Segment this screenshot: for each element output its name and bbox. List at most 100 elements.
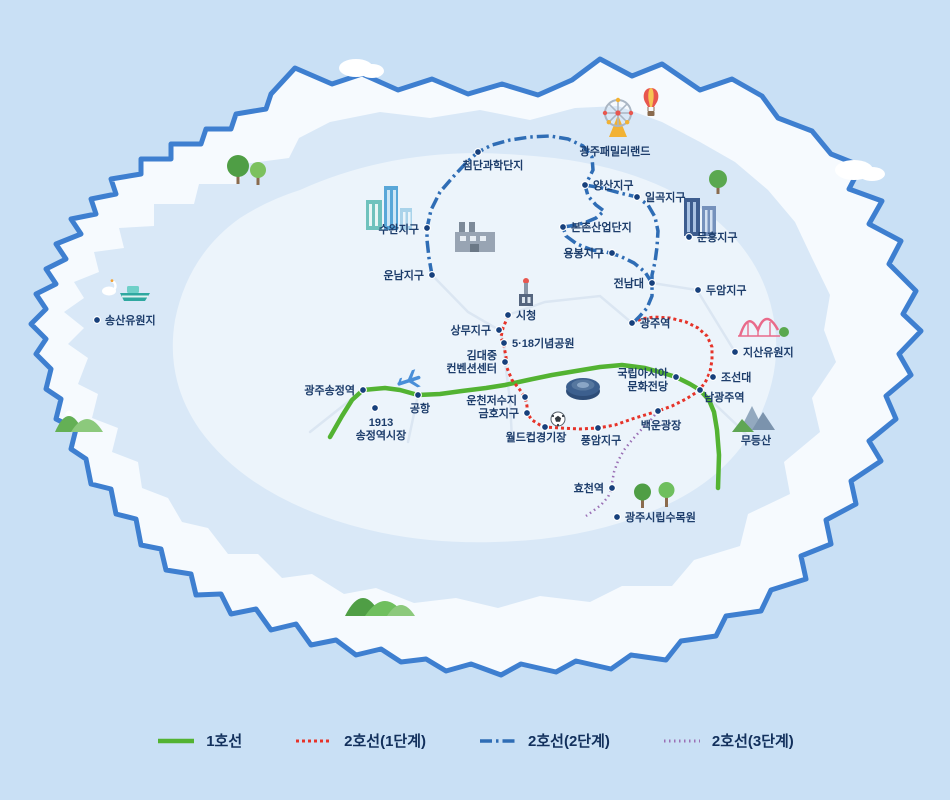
transit-line-line2-phase2 <box>425 134 654 325</box>
buildings-icon-suwan <box>366 186 412 230</box>
station-label-sangmu-district: 상무지구 <box>451 323 491 337</box>
roller-coaster-icon <box>738 317 789 337</box>
station-label-ilgok-district: 일곡지구 <box>645 190 685 204</box>
ferris-wheel-icon <box>602 97 634 137</box>
buildings-icon-munheung <box>684 198 716 236</box>
station-label-pungam-district: 풍암지구 <box>581 433 621 447</box>
station-dot-suwan-district[interactable] <box>423 224 431 232</box>
station-dot-gwangju-station[interactable] <box>628 319 636 327</box>
legend-label-line2-phase2: 2호선(2단계) <box>528 733 610 750</box>
stadium-icon <box>566 378 600 400</box>
station-dot-yangsan-district[interactable] <box>581 181 589 189</box>
station-dot-munheung-district[interactable] <box>685 233 693 241</box>
station-dot-airport[interactable] <box>414 391 422 399</box>
station-dot-yongbong-district[interactable] <box>608 249 616 257</box>
station-label-gwangju-songjeong-station: 광주송정역 <box>304 383 355 397</box>
station-label-asia-culture-center: 문화전당 <box>628 379 668 393</box>
station-label-worldcup-stadium: 월드컵경기장 <box>506 430 567 444</box>
trees-icon-arboretum <box>634 482 675 508</box>
station-dot-uncheon-reservoir[interactable] <box>521 393 529 401</box>
station-label-gwangju-family-land: 광주패밀리랜드 <box>580 144 651 158</box>
station-dot-sangmu-district[interactable] <box>495 326 503 334</box>
station-label-jeonnam-university: 전남대 <box>614 276 644 290</box>
city-hall-icon <box>519 278 533 306</box>
lake-boat-icon <box>102 279 150 301</box>
legend-item-line2-phase2: 2호선(2단계) <box>478 730 610 751</box>
station-label-bonchon-industrial-complex: 본촌산업단지 <box>571 220 632 234</box>
airplane-icon <box>397 369 421 388</box>
station-dot-songsan-resort[interactable] <box>93 316 101 324</box>
station-dot-city-hall[interactable] <box>504 311 512 319</box>
station-label-gwangju-station: 광주역 <box>640 316 670 330</box>
station-label-songjeong-1913-market: 1913 <box>369 417 393 429</box>
station-label-gwangju-arboretum: 광주시립수목원 <box>625 510 696 524</box>
station-label-kimdaejung-convention-center: 김대중 <box>467 348 497 362</box>
station-dot-cheomdan-science-complex[interactable] <box>474 148 482 156</box>
transit-lines-layer <box>327 134 722 518</box>
station-dot-bonchon-industrial-complex[interactable] <box>559 223 567 231</box>
legend-item-line2-phase3: 2호선(3단계) <box>662 730 794 751</box>
station-label-mudeungsan: 무등산 <box>741 433 771 447</box>
station-label-chosun-university: 조선대 <box>721 370 751 384</box>
station-label-baegun-plaza: 백운광장 <box>641 418 681 432</box>
station-label-unnam-district: 운남지구 <box>384 268 424 282</box>
station-label-may18-memorial-park: 5·18기념공원 <box>512 336 575 350</box>
legend-label-line2-phase1: 2호선(1단계) <box>344 733 427 750</box>
transit-line-line2-phase3 <box>585 410 659 518</box>
station-dot-may18-memorial-park[interactable] <box>500 339 508 347</box>
station-label-duam-district: 두암지구 <box>706 283 746 297</box>
station-dot-jisan-resort[interactable] <box>731 348 739 356</box>
transit-line-line2-phase2-spur <box>584 183 660 283</box>
station-label-songsan-resort: 송산유원지 <box>105 313 156 327</box>
station-label-asia-culture-center: 국립아시아 <box>617 366 668 380</box>
station-dot-duam-district[interactable] <box>694 286 702 294</box>
legend-swatch-line2-phase2 <box>480 738 517 743</box>
cloud-icon-1 <box>339 59 384 78</box>
station-dot-jeonnam-university[interactable] <box>648 279 656 287</box>
station-dot-gwangju-arboretum[interactable] <box>613 513 621 521</box>
station-label-cheomdan-science-complex: 첨단과학단지 <box>463 158 524 172</box>
station-dot-worldcup-stadium[interactable] <box>541 423 549 431</box>
hills-icon-west <box>55 410 103 432</box>
hills-icon-south <box>345 598 415 616</box>
legend-swatch-line1 <box>158 738 195 743</box>
transit-line-line1 <box>327 362 722 491</box>
station-dot-asia-culture-center[interactable] <box>672 373 680 381</box>
transit-line-line2-phase1 <box>499 315 714 431</box>
station-label-airport: 공항 <box>410 401 430 415</box>
station-dot-namgwangju-station[interactable] <box>696 386 704 394</box>
station-label-geumho-district: 금호지구 <box>479 406 519 420</box>
station-label-city-hall: 시청 <box>516 308 536 322</box>
legend: 1호선 2호선(1단계) 2호선(2단계) 2호선(3단계) <box>0 730 950 751</box>
legend-label-line1: 1호선 <box>206 733 243 750</box>
station-label-songjeong-1913-market: 송정역시장 <box>356 428 407 442</box>
legend-label-line2-phase3: 2호선(3단계) <box>711 733 794 750</box>
station-dot-kimdaejung-convention-center[interactable] <box>501 358 509 366</box>
station-dot-geumho-district[interactable] <box>523 409 531 417</box>
station-dot-gwangju-songjeong-station[interactable] <box>359 386 367 394</box>
station-dot-songjeong-1913-market[interactable] <box>371 404 379 412</box>
station-dot-pungam-district[interactable] <box>594 424 602 432</box>
legend-item-line2-phase1: 2호선(1단계) <box>294 730 426 751</box>
station-dot-baegun-plaza[interactable] <box>654 407 662 415</box>
station-label-namgwangju-station: 남광주역 <box>704 390 744 404</box>
cloud-icon-2 <box>835 160 885 181</box>
station-label-suwan-district: 수완지구 <box>379 222 419 236</box>
island-center-region <box>172 153 777 543</box>
station-label-uncheon-reservoir: 운천저수지 <box>466 393 517 407</box>
station-dot-hyocheon-station[interactable] <box>608 484 616 492</box>
factory-icon <box>455 222 495 252</box>
station-dot-unnam-district[interactable] <box>428 271 436 279</box>
station-label-yongbong-district: 용봉지구 <box>564 246 604 260</box>
station-label-hyocheon-station: 효천역 <box>574 481 604 495</box>
soccer-ball-icon <box>550 411 566 427</box>
legend-swatch-line2-phase1 <box>296 739 333 742</box>
hot-air-balloon-icon <box>643 88 659 116</box>
station-label-kimdaejung-convention-center: 컨벤션센터 <box>446 361 497 375</box>
station-dot-chosun-university[interactable] <box>709 373 717 381</box>
station-label-munheung-district: 문흥지구 <box>697 230 737 244</box>
station-dot-ilgok-district[interactable] <box>633 193 641 201</box>
